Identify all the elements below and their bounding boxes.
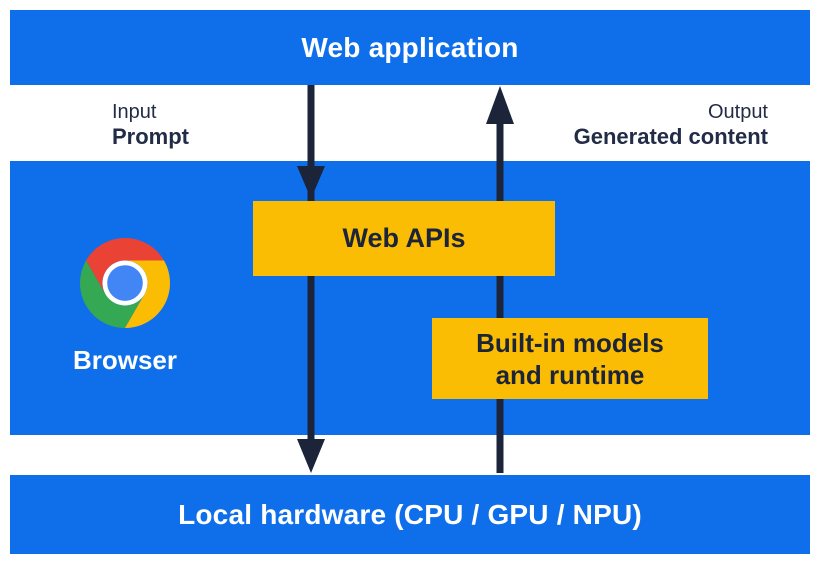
output-label-block: Output Generated content — [574, 101, 768, 150]
builtin-models-label-line2: and runtime — [495, 359, 645, 390]
output-label: Output — [707, 101, 768, 123]
builtin-models-label-line1: Built-in models — [476, 327, 664, 358]
web-apis-label: Web APIs — [342, 223, 466, 253]
local-hardware-bar: Local hardware (CPU / GPU / NPU) — [10, 475, 810, 554]
generated-content-label: Generated content — [573, 124, 768, 149]
input-label: Input — [112, 101, 157, 123]
prompt-label: Prompt — [112, 124, 189, 149]
chrome-icon — [80, 238, 170, 328]
input-label-block: Input Prompt — [112, 101, 189, 150]
web-application-label: Web application — [301, 31, 519, 63]
web-application-bar: Web application — [10, 10, 810, 85]
browser-label: Browser — [72, 345, 178, 375]
web-apis-box: Web APIs — [253, 201, 555, 276]
builtin-models-box: Built-in models and runtime — [432, 318, 708, 399]
local-hardware-label: Local hardware (CPU / GPU / NPU) — [178, 498, 642, 530]
